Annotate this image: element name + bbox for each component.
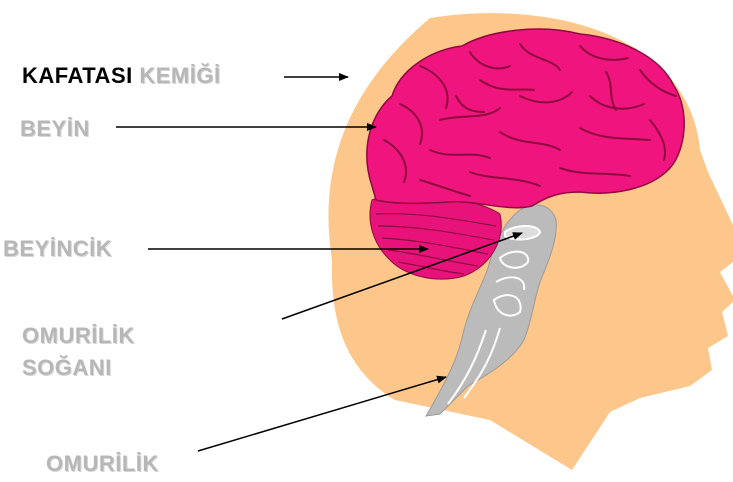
label-medulla-line1: OMURİLİK: [22, 320, 135, 352]
label-spinal-cord-text: OMURİLİK: [46, 451, 159, 476]
label-medulla-line2: SOĞANI: [22, 352, 135, 384]
label-brain: BEYİN: [20, 118, 90, 140]
label-cerebellum-text: BEYİNCİK: [3, 236, 112, 261]
label-cerebellum: BEYİNCİK: [3, 238, 112, 260]
label-spinal-cord: OMURİLİK: [46, 453, 159, 475]
label-skull-strong: KAFATASI: [22, 63, 133, 88]
label-medulla: OMURİLİK SOĞANI: [22, 320, 135, 384]
label-skull-light: KEMİĞİ: [139, 63, 220, 88]
arrow-spinal-cord: [198, 377, 446, 451]
label-brain-text: BEYİN: [20, 116, 90, 141]
label-skull-bone: KAFATASI KEMİĞİ: [22, 65, 221, 87]
